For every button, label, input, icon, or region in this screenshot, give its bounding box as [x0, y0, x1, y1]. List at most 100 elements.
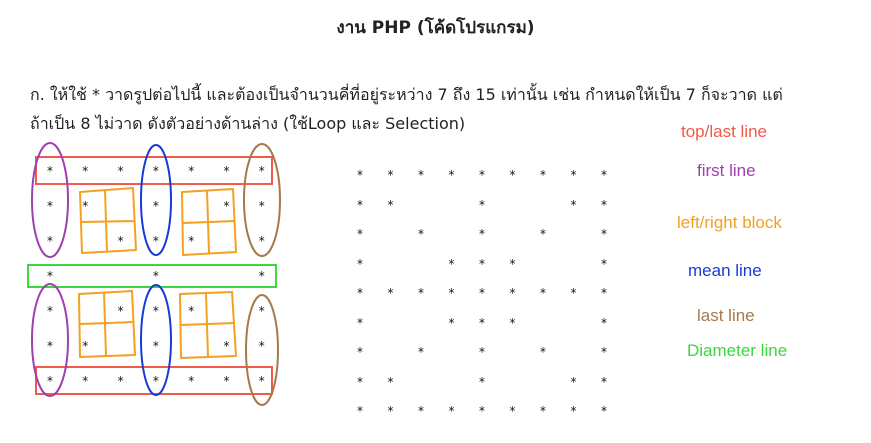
right-pattern-star: * [447, 315, 456, 330]
right-pattern-star: * [569, 286, 578, 300]
right-pattern-star: * [356, 197, 364, 212]
left-pattern-star: * [152, 234, 160, 248]
legend-top-last-line: top/last line [681, 122, 767, 141]
right-pattern-star: * [386, 404, 395, 418]
right-pattern-star: * [386, 168, 395, 182]
right-pattern-star: * [356, 345, 364, 359]
right-pattern-star: * [478, 404, 486, 418]
right-pattern-star: * [600, 374, 608, 389]
left-pattern-star: * [81, 199, 89, 213]
left-pattern-star: * [222, 199, 231, 213]
right-pattern-star: * [508, 256, 517, 271]
left-pattern-star: * [187, 234, 195, 248]
right-pattern-star: * [569, 168, 578, 182]
left-pattern-star: * [222, 164, 231, 178]
left-pattern-star: * [46, 304, 54, 318]
left-pattern-star: * [116, 164, 125, 178]
right-pattern-star: * [447, 256, 456, 271]
right-pattern-star: * [356, 168, 364, 182]
legend-first-line: first line [697, 161, 756, 180]
right-pattern-star: * [539, 227, 547, 241]
left-pattern-star: * [258, 199, 266, 213]
left-pattern-star: * [81, 164, 89, 178]
right-pattern-star: * [447, 286, 456, 300]
left-pattern-star: * [152, 304, 160, 318]
right-pattern-star: * [356, 374, 364, 389]
right-pattern-star: * [386, 197, 395, 212]
left-pattern-star: * [81, 339, 89, 353]
right-pattern-star: * [417, 227, 425, 241]
right-pattern-star: * [478, 256, 486, 271]
right-pattern-star: * [600, 256, 608, 271]
right-pattern-star: * [356, 286, 364, 300]
left-pattern-star: * [152, 269, 160, 283]
right-pattern-star: * [508, 168, 517, 182]
left-pattern-star: * [258, 304, 266, 318]
left-pattern-star: * [258, 164, 266, 178]
left-pattern-star: * [258, 374, 266, 388]
right-pattern-star: * [600, 345, 608, 359]
left-pattern-star: * [116, 374, 125, 388]
right-pattern-star: * [417, 345, 425, 359]
left-pattern-star: * [187, 304, 195, 318]
left-pattern-star: * [152, 199, 160, 213]
left-pattern-star: * [152, 339, 160, 353]
right-pattern-star: * [478, 374, 486, 389]
right-pattern-star: * [417, 286, 425, 300]
right-pattern-star: * [386, 286, 395, 300]
page-title: งาน PHP (โค้ดโปรแกรม) [336, 18, 535, 38]
right-pattern-star: * [356, 404, 364, 418]
right-pattern-star: * [600, 197, 608, 212]
right-pattern-star: * [600, 286, 608, 300]
left-pattern-star: * [46, 374, 54, 388]
right-pattern-star: * [478, 197, 486, 212]
left-pattern-star: * [46, 269, 54, 283]
left-pattern-star: * [258, 339, 266, 353]
left-pattern-star: * [81, 374, 89, 388]
left-pattern-star: * [258, 234, 266, 248]
right-pattern-star: * [478, 286, 486, 300]
right-pattern-star: * [478, 315, 486, 330]
legend-left-right-block: left/right block [677, 213, 782, 232]
left-pattern-star: * [258, 269, 266, 283]
right-pattern-star: * [508, 315, 517, 330]
left-pattern-star: * [187, 374, 195, 388]
left-pattern-star: * [222, 339, 231, 353]
right-pattern-star: * [600, 227, 608, 241]
left-pattern-star: * [222, 374, 231, 388]
right-pattern-star: * [478, 227, 486, 241]
left-pattern-star: * [46, 339, 54, 353]
right-pattern-star: * [478, 168, 486, 182]
right-pattern-star: * [539, 168, 547, 182]
legend-diameter-line: Diameter line [687, 341, 788, 360]
right-pattern-star: * [508, 404, 517, 418]
left-pattern-star: * [116, 304, 125, 318]
right-pattern-star: * [600, 168, 608, 182]
right-pattern-star: * [356, 227, 364, 241]
right-pattern-star: * [600, 315, 608, 330]
right-pattern-star: * [417, 168, 425, 182]
right-pattern-star: * [600, 404, 608, 418]
right-pattern-star: * [417, 404, 425, 418]
legend-last-line: last line [697, 306, 755, 325]
left-pattern-star: * [46, 199, 54, 213]
right-pattern-star: * [356, 315, 364, 330]
right-pattern-star: * [539, 404, 547, 418]
right-pattern-star: * [539, 345, 547, 359]
right-pattern-star: * [356, 256, 364, 271]
legend-mean-line: mean line [688, 261, 762, 280]
left-pattern-star: * [116, 234, 125, 248]
instruction-line-2: ถ้าเป็น 8 ไม่วาด ดังตัวอย่างด้านล่าง (ใช… [30, 114, 466, 133]
right-pattern-star: * [447, 168, 456, 182]
right-pattern-star: * [508, 286, 517, 300]
left-pattern-star: * [187, 164, 195, 178]
right-pattern-star: * [539, 286, 547, 300]
left-pattern-star: * [152, 164, 160, 178]
right-pattern-star: * [478, 345, 486, 359]
instruction-paragraph: ก. ให้ใช้ * วาดรูปต่อไปนี้ และต้องเป็นจำ… [30, 80, 860, 138]
instruction-line-1: ก. ให้ใช้ * วาดรูปต่อไปนี้ และต้องเป็นจำ… [30, 85, 783, 104]
right-pattern-star: * [569, 197, 578, 212]
left-pattern-star: * [46, 164, 54, 178]
right-pattern-star: * [386, 374, 395, 389]
right-pattern-star: * [569, 404, 578, 418]
